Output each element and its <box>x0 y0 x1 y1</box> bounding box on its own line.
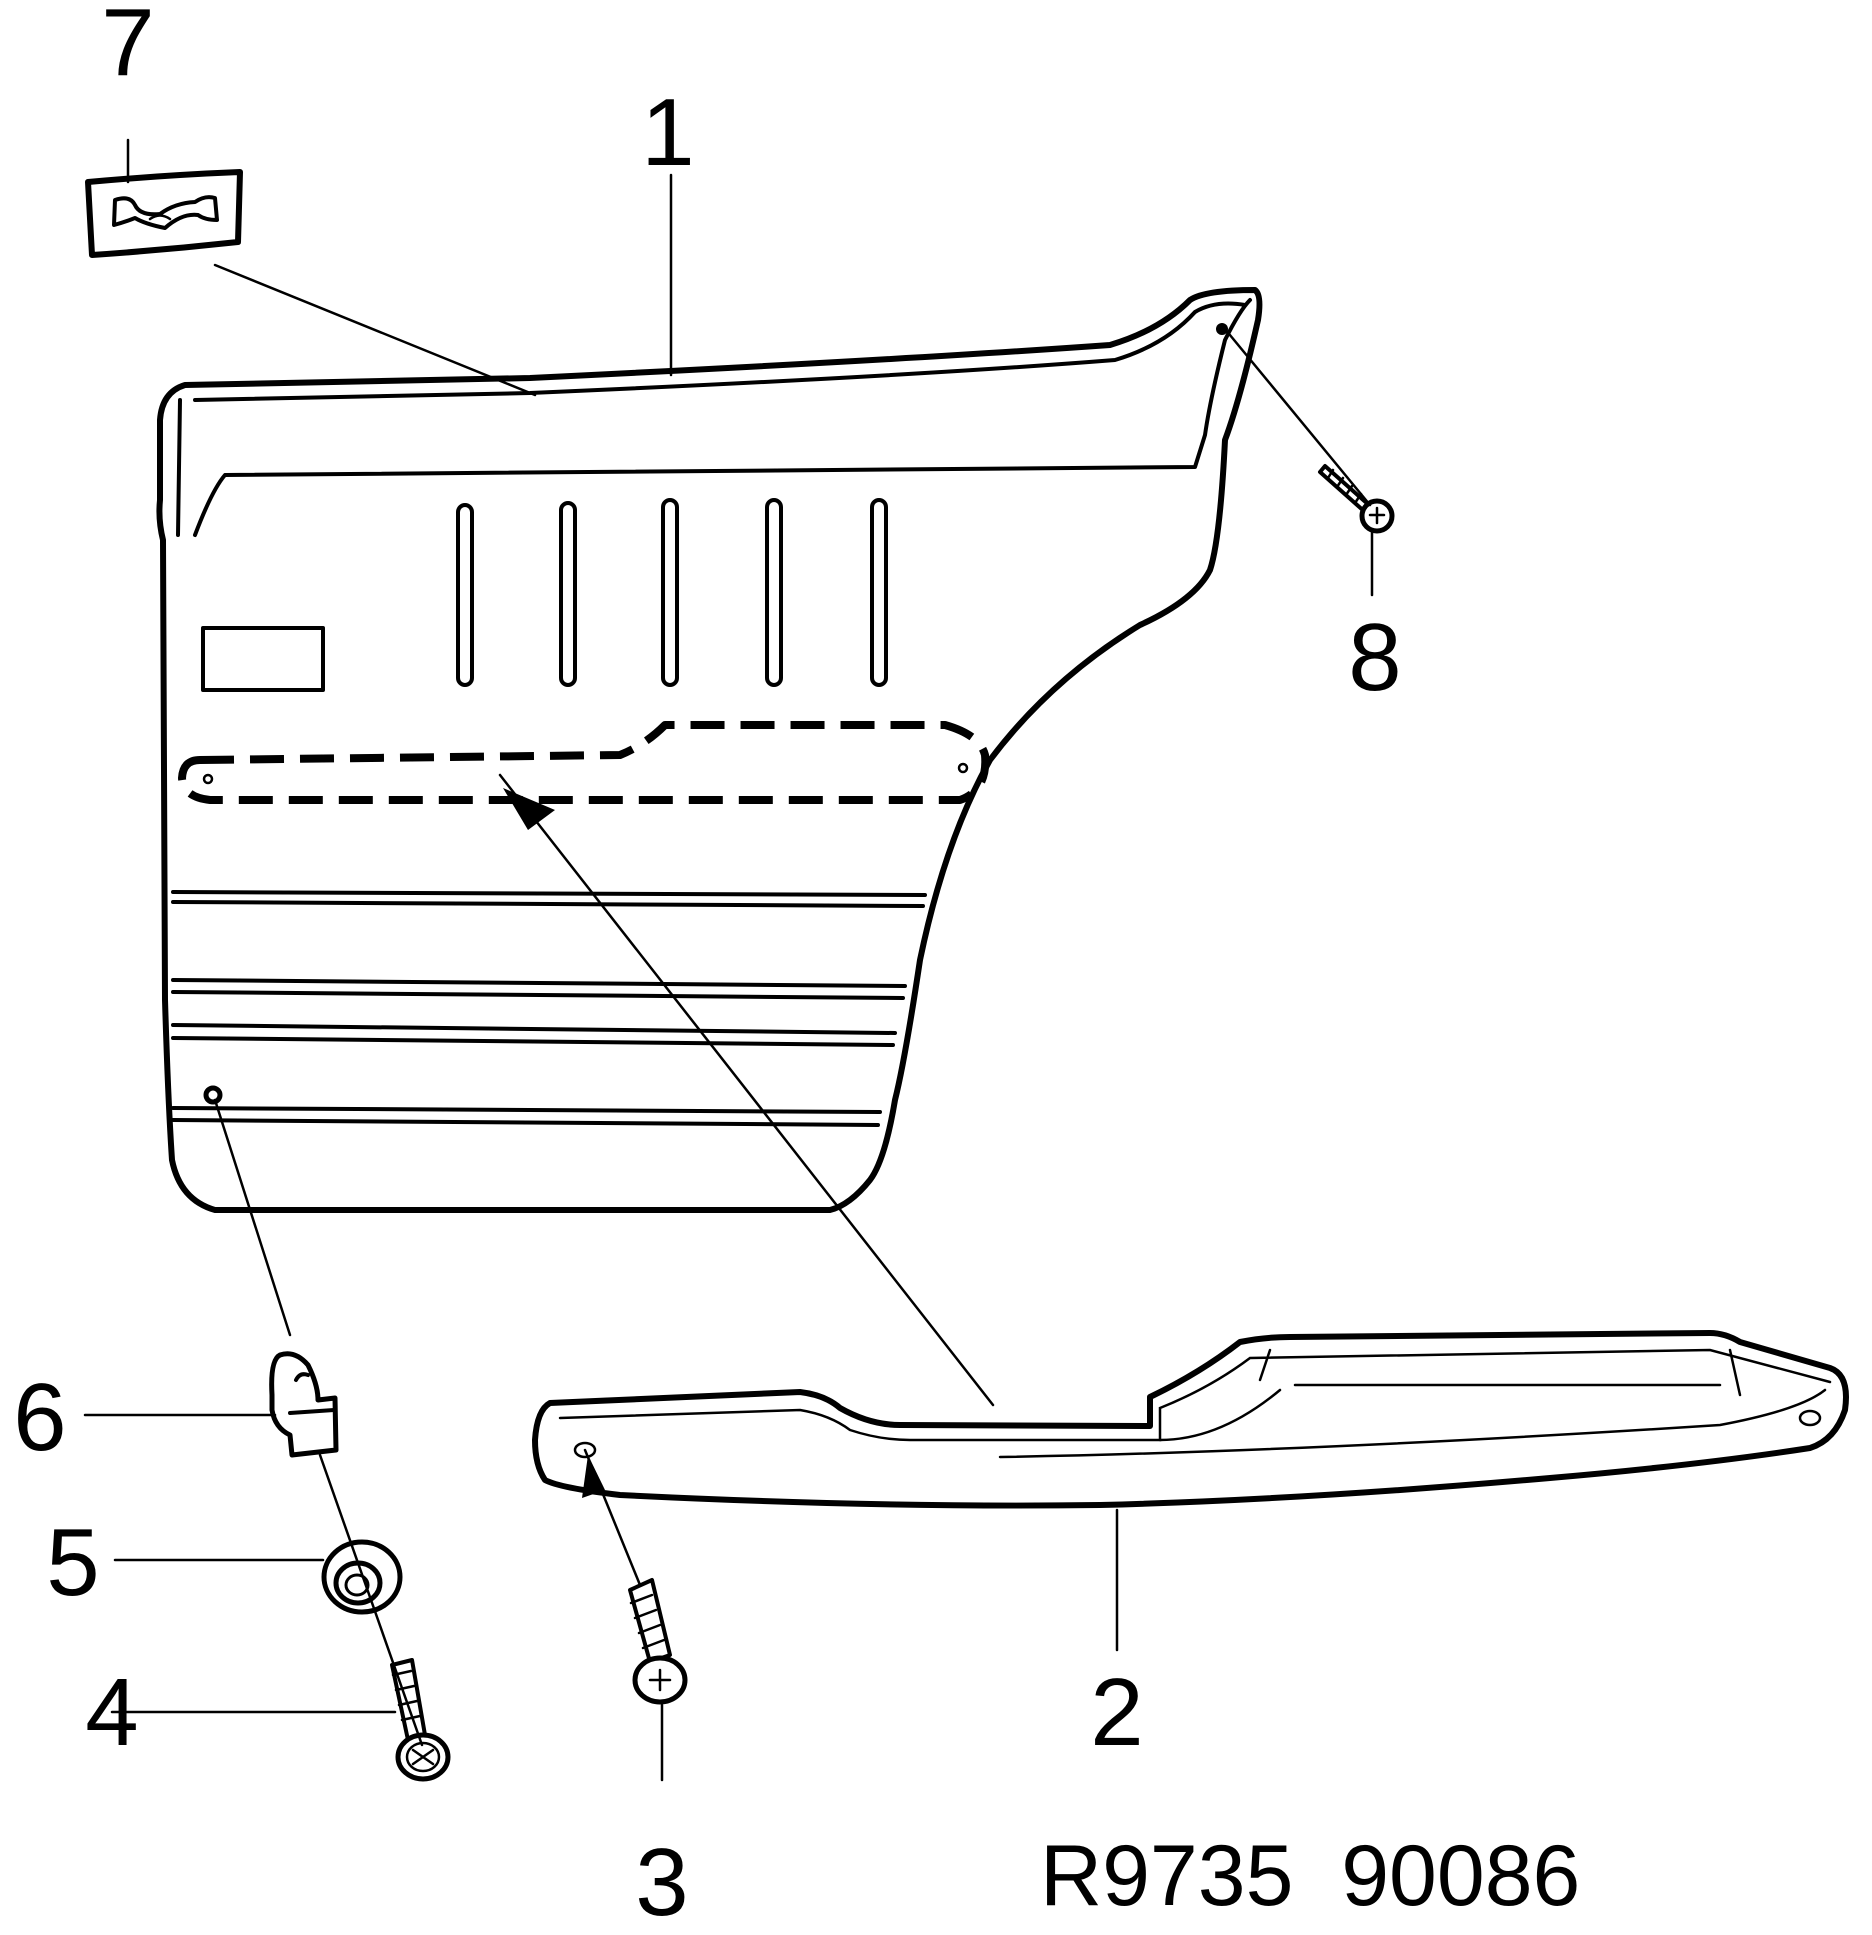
callout-1: 1 <box>641 79 694 186</box>
panel-vertical-slots <box>456 498 888 687</box>
arrowhead-armrest <box>503 788 555 830</box>
callout-4: 4 <box>85 1659 138 1766</box>
callout-5: 5 <box>46 1509 99 1616</box>
panel-window-opening <box>201 626 325 692</box>
armrest <box>532 1330 1849 1509</box>
door-trim-panel <box>156 287 1263 1213</box>
clip-plug <box>85 169 243 258</box>
armrest-mounting-outline <box>178 721 990 804</box>
diagram-code: R9735 90086 <box>1040 1828 1580 1924</box>
callout-3: 3 <box>635 1829 688 1935</box>
screw-8 <box>1318 464 1395 534</box>
callout-6: 6 <box>13 1364 66 1471</box>
screw-4 <box>390 1658 451 1782</box>
callout-2: 2 <box>1090 1659 1143 1766</box>
arrowhead-screw-3 <box>582 1455 605 1498</box>
callout-8: 8 <box>1348 604 1401 711</box>
leader-lines <box>83 138 1374 1782</box>
panel-horizontal-ribs <box>171 890 927 1127</box>
retaining-clip <box>269 1351 339 1458</box>
callout-7: 7 <box>101 0 154 96</box>
screw-3 <box>628 1578 688 1705</box>
